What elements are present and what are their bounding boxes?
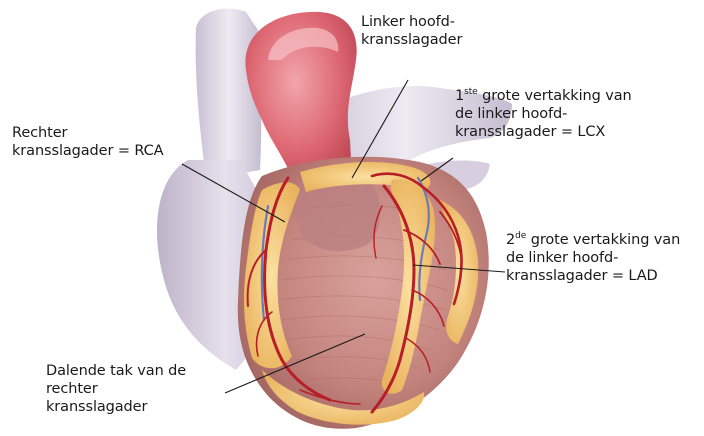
label-lcx-line2: de linker hoofd-: [455, 105, 632, 123]
label-lad-line3: kransslagader = LAD: [506, 267, 680, 285]
label-lcx-ordinal-suffix: ste: [464, 87, 477, 97]
label-rca-line1: Rechter: [12, 124, 164, 142]
label-descending-line2: rechter: [46, 380, 186, 398]
label-lad: 2de grote vertakking van de linker hoofd…: [506, 231, 680, 285]
label-lad-line2: de linker hoofd-: [506, 249, 680, 267]
label-lcx: 1ste grote vertakking van de linker hoof…: [455, 87, 632, 141]
label-rca-line2: kransslagader = RCA: [12, 142, 164, 160]
label-lad-ordinal: 2: [506, 232, 515, 248]
label-left-main-line2: kransslagader: [361, 31, 462, 49]
label-lcx-line3: kransslagader = LCX: [455, 123, 632, 141]
label-descending-line1: Dalende tak van de: [46, 362, 186, 380]
label-lad-line1: grote vertakking van: [526, 232, 680, 248]
label-descending-line3: kransslagader: [46, 398, 186, 416]
label-rca: Rechter kransslagader = RCA: [12, 124, 164, 160]
label-lcx-ordinal: 1: [455, 88, 464, 104]
label-lcx-line1: grote vertakking van: [478, 88, 632, 104]
label-descending-branch: Dalende tak van de rechter kransslagader: [46, 362, 186, 416]
label-left-main-line1: Linker hoofd-: [361, 13, 462, 31]
label-lad-ordinal-suffix: de: [515, 231, 526, 241]
label-left-main-coronary: Linker hoofd- kransslagader: [361, 13, 462, 49]
